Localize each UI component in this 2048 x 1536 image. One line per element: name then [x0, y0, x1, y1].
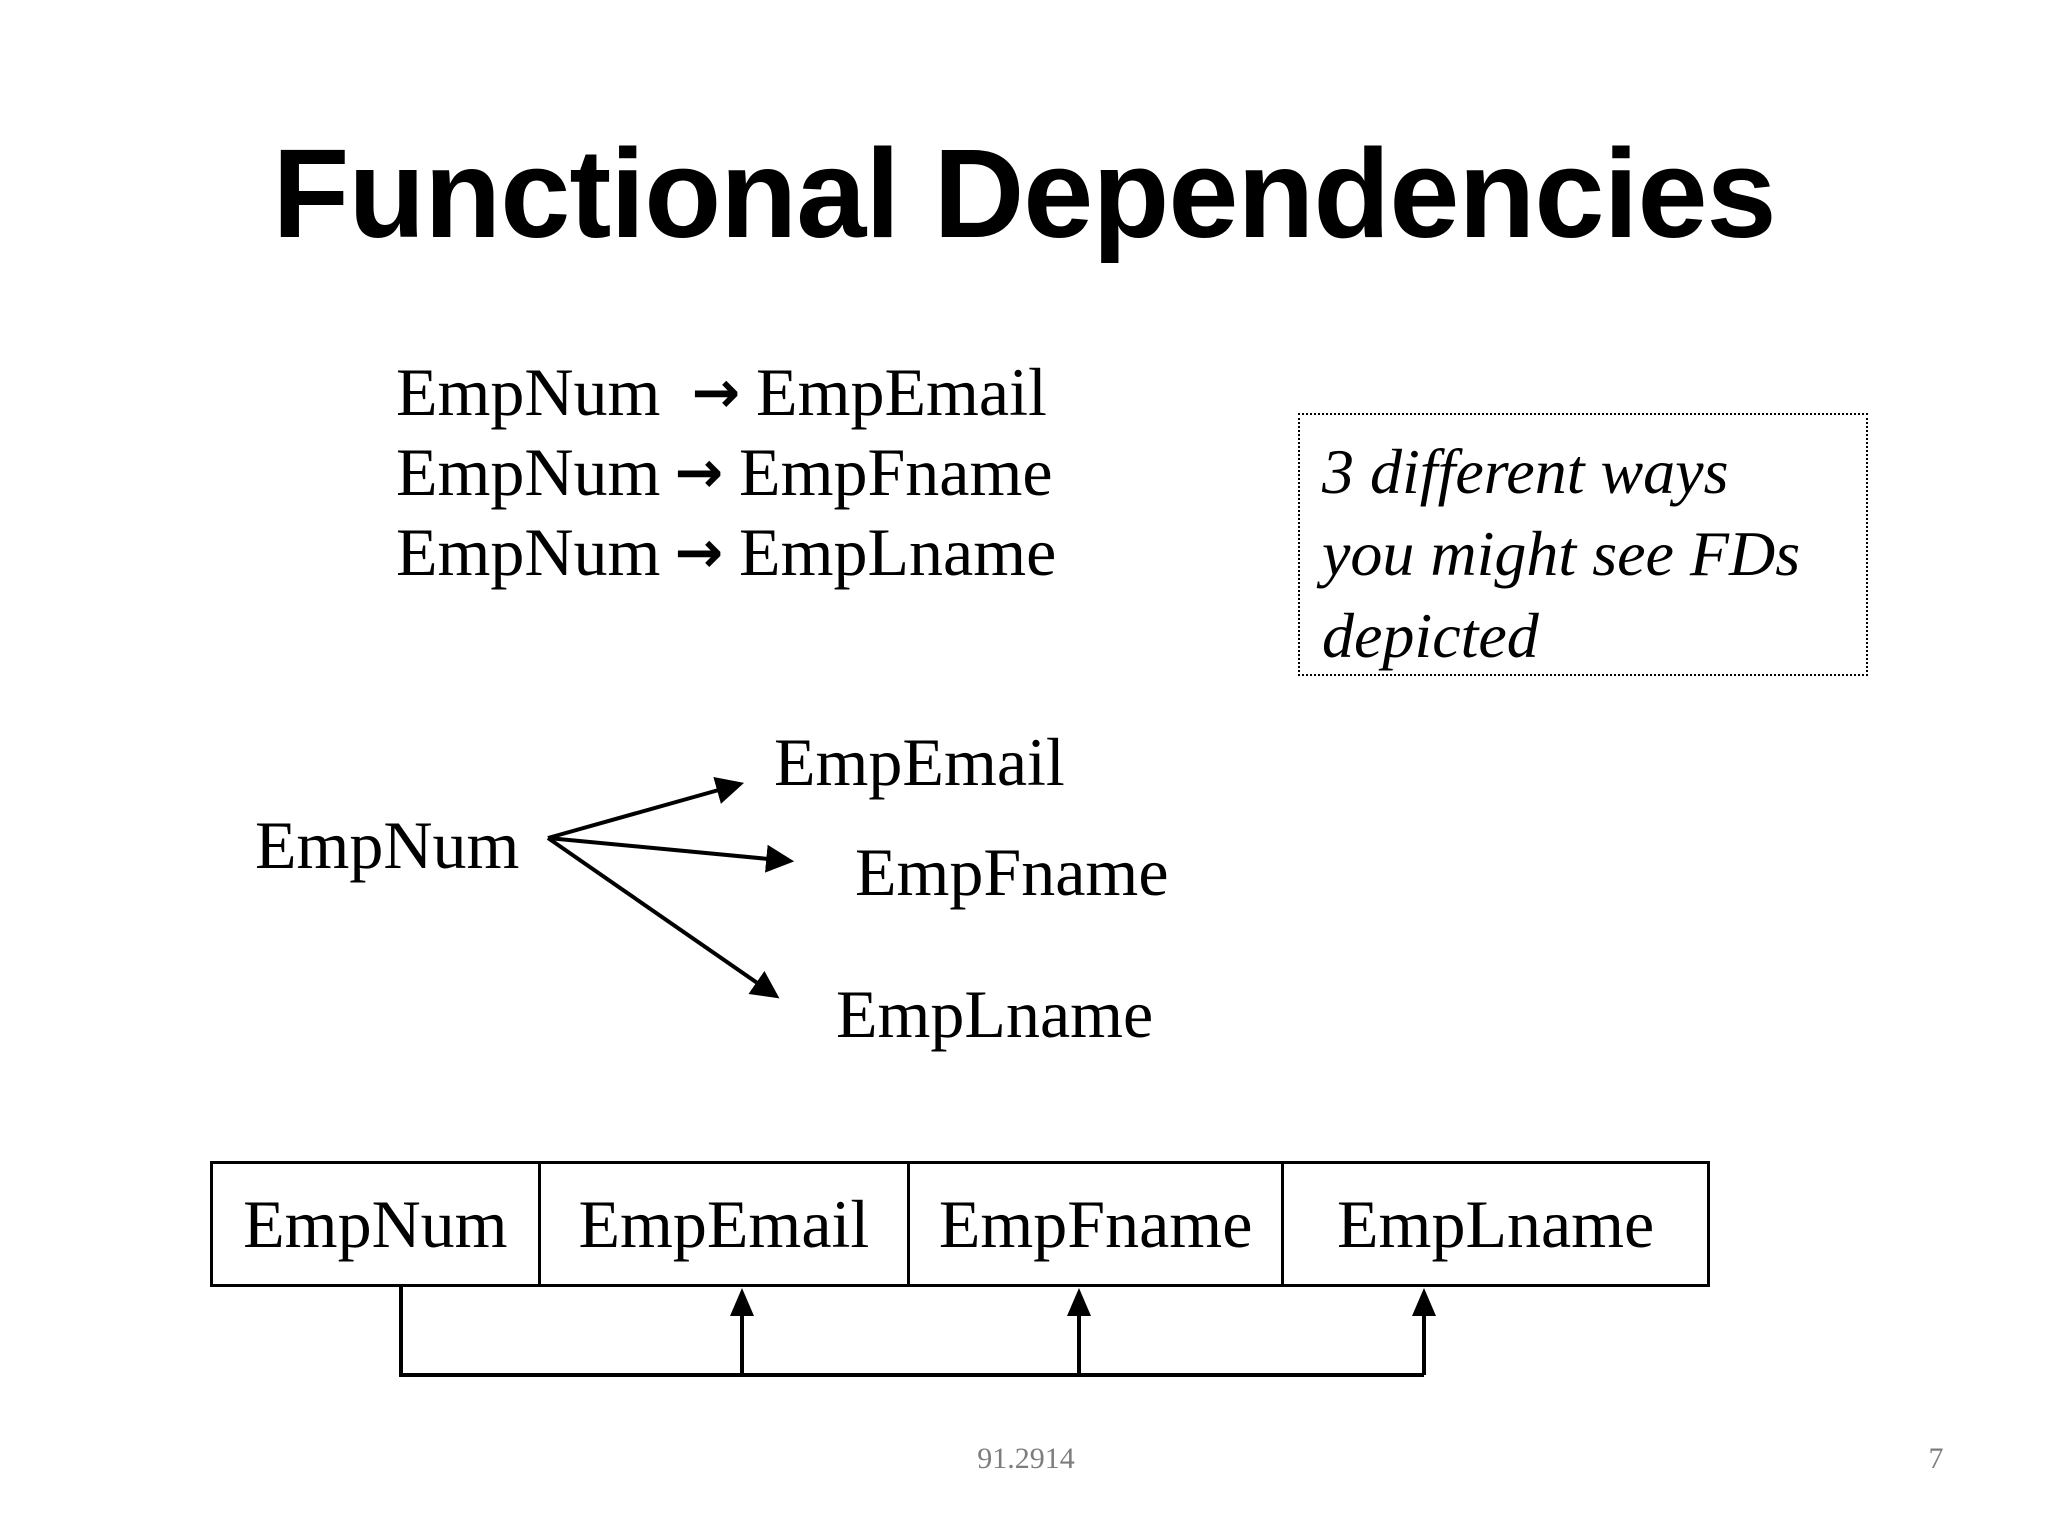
fd-arrow-icon: →: [674, 518, 724, 586]
diagram-target-label: EmpFname: [855, 834, 1169, 910]
fd-rhs: EmpLname: [739, 514, 1057, 590]
fd-statement-2: EmpNum→EmpFname: [396, 432, 1056, 512]
relation-table: EmpNum EmpEmail EmpFname EmpLname: [210, 1161, 1710, 1287]
fd-list: EmpNum →EmpEmail EmpNum→EmpFname EmpNum→…: [396, 352, 1056, 592]
fd-rhs: EmpFname: [739, 434, 1053, 510]
table-cell-empnum: EmpNum: [243, 1185, 508, 1262]
slide-title: Functional Dependencies: [272, 123, 1776, 264]
table-key-bracket: [399, 1287, 1436, 1377]
diagram-target-label: EmpLname: [836, 976, 1154, 1052]
footer-page-number: 7: [1928, 1442, 1944, 1475]
fd-lhs: EmpNum: [396, 434, 661, 510]
note-line-1: 3 different ways: [1322, 436, 1729, 507]
table-cell-emplname: EmpLname: [1281, 1164, 1707, 1284]
note-box: 3 different ways you might see FDs depic…: [1298, 413, 1868, 676]
fan-arrows: [546, 776, 795, 999]
fd-arrow-icon: →: [674, 438, 724, 506]
table-cell-empfname: EmpFname: [907, 1164, 1281, 1284]
fd-lhs: EmpNum: [396, 354, 678, 430]
diagram-target-label: EmpEmail: [774, 724, 1065, 800]
fd-arrow-icon: →: [691, 358, 741, 426]
fd-statement-1: EmpNum →EmpEmail: [396, 352, 1056, 432]
fd-rhs: EmpEmail: [756, 354, 1047, 430]
footer-course-code: 91.2914: [977, 1442, 1075, 1475]
note-line-3: depicted: [1322, 600, 1539, 671]
fd-lhs: EmpNum: [396, 514, 661, 590]
fd-statement-3: EmpNum→EmpLname: [396, 512, 1056, 592]
note-line-2: you might see FDs: [1322, 518, 1801, 589]
table-cell-empemail: EmpEmail: [537, 1164, 907, 1284]
diagram-source-label: EmpNum: [255, 807, 520, 883]
